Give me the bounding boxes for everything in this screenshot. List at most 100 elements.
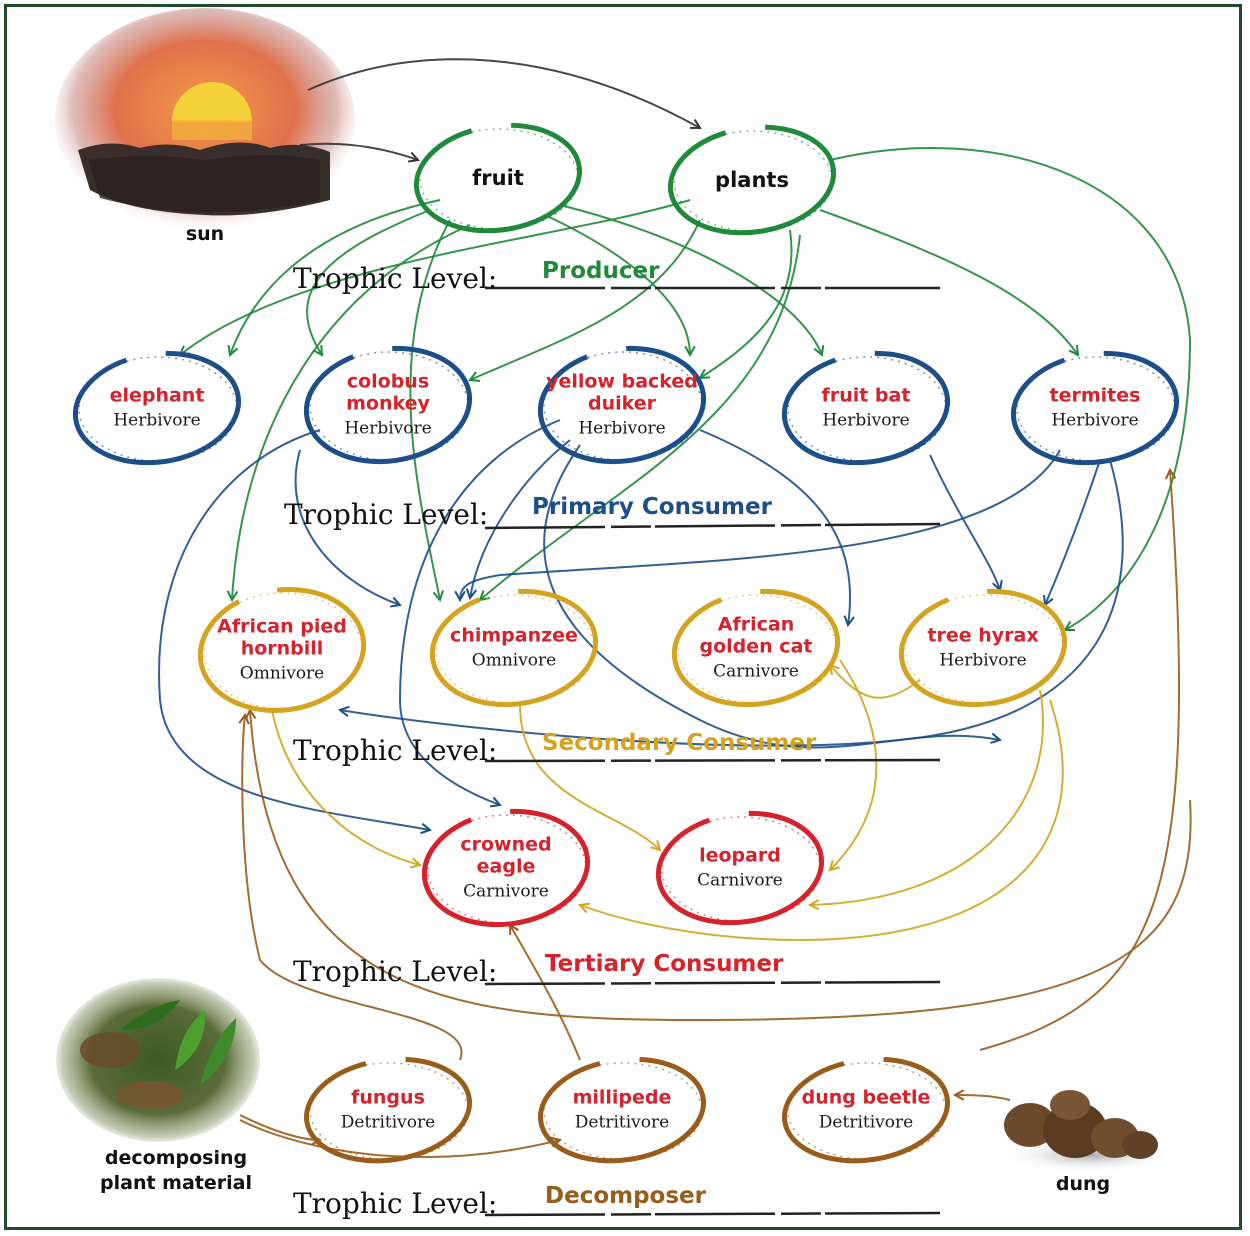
ring-fruitbat: [781, 350, 951, 466]
organism-role: Herbivore: [939, 650, 1027, 671]
arrow-fruitbat-hyrax: [929, 454, 1001, 591]
organism-african-golden-cat: African golden cat Carnivore: [696, 614, 816, 681]
arrow-colobus-chimp: [294, 449, 401, 606]
arrow-colobus-eagle: [158, 429, 431, 831]
organism-name: dung beetle: [801, 1086, 931, 1109]
arrow-goldencat-leopard: [829, 659, 878, 871]
trophic-level-prefix: Trophic Level:: [284, 498, 489, 531]
organism-leopard: leopard Carnivore: [697, 844, 783, 890]
arrow-sun-plants-head: [689, 119, 702, 130]
arrow-termites-hornbill-head: [337, 705, 350, 717]
organism-name: yellow backed duiker: [546, 370, 698, 415]
organism-name: colobus monkey: [346, 370, 430, 415]
arrow-plants-termites: [819, 209, 1079, 356]
arrow-fruit-duiker: [544, 214, 691, 356]
trophic-level-prefix: Trophic Level:: [293, 955, 498, 988]
ring-elephant: [72, 350, 242, 466]
arrow-fungus-hornbill: [241, 714, 463, 1061]
ring-goldencat: [671, 588, 841, 708]
arrow-duiker-chimp: [469, 439, 571, 599]
arrow-plants-termites-head: [1068, 344, 1080, 357]
organism-role: Herbivore: [578, 418, 666, 439]
ring-eagle: [421, 808, 591, 928]
producer-name: fruit: [472, 165, 524, 190]
organism-role: Detritivore: [818, 1112, 914, 1133]
ring-colobus: [303, 345, 473, 465]
arrow-duiker-goldencat: [699, 429, 852, 626]
arrow-hornbill-eagle-head: [410, 857, 423, 869]
arrow-duiker-eagle-head: [489, 796, 502, 808]
organism-role: Herbivore: [1051, 410, 1139, 431]
trophic-level-prefix: Trophic Level:: [293, 1187, 498, 1220]
arrow-colobus-chimp-head: [389, 596, 402, 608]
arrow-plants-colobus-head: [468, 371, 481, 382]
organism-fruit-bat: fruit bat Herbivore: [821, 384, 911, 431]
arrow-termites-chimp-head: [454, 590, 466, 603]
trophic-rule-secondary: [484, 758, 941, 763]
feeding-arrows: [158, 58, 1192, 1159]
organism-role: Carnivore: [463, 881, 549, 902]
organism-role: Omnivore: [239, 663, 325, 684]
organism-chimpanzee: chimpanzee Omnivore: [450, 624, 578, 670]
diagram-frame: [4, 4, 1242, 1230]
trophic-level-name: Decomposer: [545, 1183, 706, 1209]
organism-termites: termites Herbivore: [1050, 384, 1141, 431]
arrow-dungbeetle-termites: [979, 469, 1181, 1051]
ring-leopard: [655, 810, 825, 926]
organism-dung-beetle: dung beetle Detritivore: [801, 1086, 931, 1133]
organism-role: Herbivore: [822, 410, 910, 431]
ring-hornbill: [197, 586, 367, 714]
arrow-plants-chimp: [479, 234, 801, 601]
arrow-plants-colobus: [469, 219, 701, 381]
ring-termites: [1010, 350, 1180, 466]
trophic-level-name: Tertiary Consumer: [545, 951, 784, 977]
arrow-chimp-leopard: [519, 704, 661, 851]
ring-dungbeetle: [782, 1056, 950, 1164]
arrow-fruit-duiker-head: [684, 345, 696, 358]
arrow-dungbeetle-termites-head: [1164, 467, 1177, 480]
arrow-colobus-eagle-head: [420, 822, 433, 835]
sun-caption: sun: [185, 223, 225, 245]
sun-photo: [55, 8, 355, 232]
trophic-rule-decomposer: [484, 1211, 941, 1217]
arrow-fruit-chimp-head: [432, 590, 444, 603]
arrow-sun-fruit-head: [407, 151, 420, 163]
ring-plants: [667, 124, 837, 236]
organism-name: fruit bat: [821, 384, 911, 407]
leaf-litter-photo: [56, 978, 260, 1142]
arrow-termites-hyrax: [1044, 459, 1101, 606]
arrow-sun-fruit: [299, 142, 419, 161]
arrow-termites-hornbill: [339, 459, 1124, 747]
organism-name: elephant: [109, 384, 205, 407]
organism-rings: [72, 122, 1180, 1164]
decomposing-caption: decomposing plant material: [100, 1147, 252, 1194]
arrow-sun-plants: [307, 58, 701, 129]
ring-fruit: [413, 122, 583, 234]
organism-name: African pied hornbill: [217, 615, 347, 660]
arrow-hornbill-eagle: [271, 709, 421, 866]
arrow-dung-cycle: [249, 709, 1192, 1022]
arrow-hyrax-leopard: [809, 689, 1045, 906]
trophic-level-name: Secondary Consumer: [542, 730, 817, 756]
arrow-fruit-fruitbat-head: [813, 344, 825, 357]
ring-millipede: [538, 1056, 706, 1164]
trophic-level-prefix: Trophic Level:: [293, 734, 498, 767]
organism-african-pied-hornbill: African pied hornbill Omnivore: [207, 616, 357, 683]
organism-name: crowned eagle: [460, 833, 552, 878]
organism-colobus-monkey: colobus monkey Herbivore: [333, 371, 443, 438]
arrow-decomp-millipede: [239, 1119, 561, 1159]
trophic-level-lines: [484, 286, 941, 1217]
arrow-fruit-elephant: [229, 199, 441, 356]
ring-chimp: [429, 588, 599, 708]
trophic-level-prefix: Trophic Level:: [293, 262, 498, 295]
arrow-fruit-colobus-head: [312, 344, 324, 357]
arrow-fruit-elephant-head: [227, 344, 239, 357]
arrow-plants-duiker: [699, 229, 793, 379]
arrow-dung-dungbeetle-head: [952, 1089, 965, 1101]
arrow-duiker-hyrax-path-head: [990, 732, 1003, 744]
arrow-fruit-hornbill-head: [226, 590, 239, 603]
arrow-plants-elephant: [179, 199, 691, 356]
organism-fungus: fungus Detritivore: [341, 1086, 435, 1132]
arrow-plants-hyrax: [829, 147, 1192, 631]
